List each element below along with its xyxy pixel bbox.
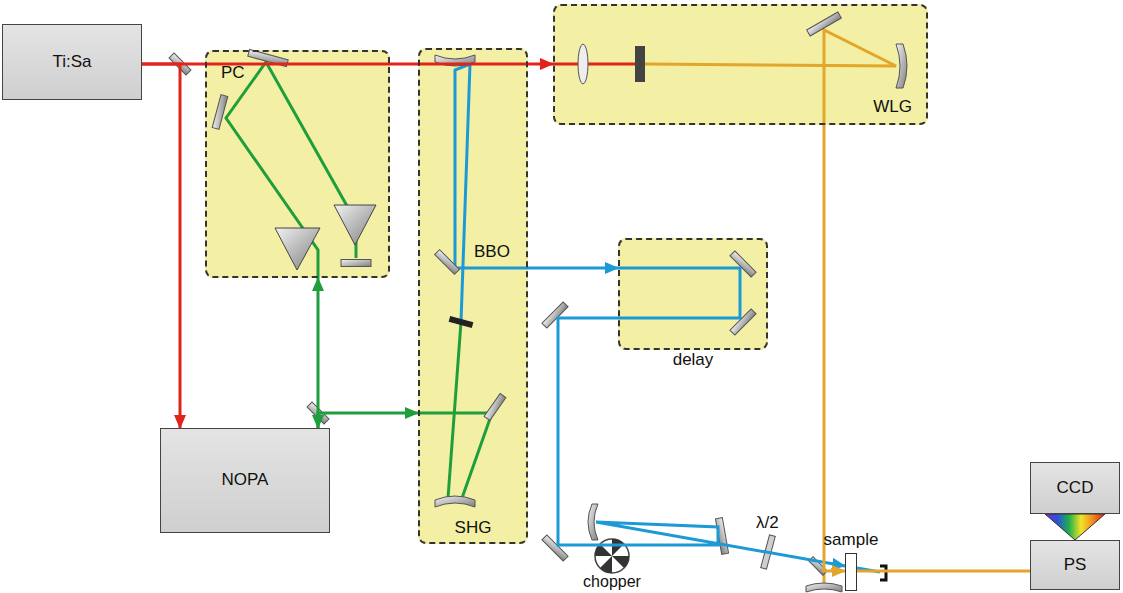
beam-path xyxy=(857,570,1030,573)
compressor-module: PC xyxy=(205,50,390,278)
beam-path xyxy=(142,63,553,66)
laser-box: Ti:Sa xyxy=(2,24,142,100)
shg-green-beam xyxy=(418,413,492,498)
shg-blue-beam xyxy=(455,64,528,322)
beam-path xyxy=(317,278,320,428)
beam-path xyxy=(824,125,845,571)
sapphire-plate xyxy=(635,46,645,82)
bbo-crystal xyxy=(449,316,474,328)
node-label: delay xyxy=(673,351,714,370)
beam-path xyxy=(318,413,418,428)
mirror xyxy=(542,535,568,561)
sample-cell: sample xyxy=(845,553,857,591)
wlg-module: WLG xyxy=(553,4,928,125)
mirror xyxy=(807,12,842,36)
amplifier-box: NOPA xyxy=(160,428,330,533)
node-label: CCD xyxy=(1057,479,1094,498)
module-fill xyxy=(553,4,928,125)
module-fill xyxy=(618,238,768,350)
chopper-label: chopper xyxy=(583,573,641,591)
spectrograph-box: PS xyxy=(1030,540,1120,590)
mirror xyxy=(730,309,756,335)
lens xyxy=(578,44,588,84)
module-fill xyxy=(205,50,390,278)
curved-mirror xyxy=(896,44,907,88)
waveplate-label: λ/2 xyxy=(756,514,779,533)
shg-module: SHG xyxy=(418,48,528,544)
node-label: sample xyxy=(824,531,879,550)
node-label: PS xyxy=(1064,556,1087,575)
node-label: Ti:Sa xyxy=(52,53,91,72)
beam-dump xyxy=(880,566,886,580)
shg-green-beam xyxy=(448,322,461,498)
spectral-fan xyxy=(1045,514,1105,540)
mirror xyxy=(730,251,756,277)
compressor-beam xyxy=(226,62,356,278)
delay-beam xyxy=(618,268,740,318)
camera-box: CCD xyxy=(1030,462,1120,514)
mirror xyxy=(212,95,228,130)
pump-beam xyxy=(553,63,640,66)
node-label: PC xyxy=(221,64,245,83)
white-light-beam xyxy=(645,30,896,125)
beam-path xyxy=(528,267,618,270)
node-label: WLG xyxy=(873,98,912,117)
node-label: NOPA xyxy=(222,471,269,490)
curved-mirror xyxy=(806,583,842,592)
mirror xyxy=(484,394,506,421)
prism xyxy=(334,205,376,245)
mirror xyxy=(435,250,460,275)
mirror xyxy=(542,302,568,328)
beam-path xyxy=(142,64,180,428)
end-mirror xyxy=(341,260,371,267)
curved-mirror xyxy=(435,496,475,507)
crystal-label: BBO xyxy=(474,243,510,262)
delay-stage: delay xyxy=(618,238,768,350)
beam-path xyxy=(558,318,845,566)
module-fill xyxy=(418,48,528,544)
prism xyxy=(275,228,320,270)
node-label: SHG xyxy=(455,519,492,538)
